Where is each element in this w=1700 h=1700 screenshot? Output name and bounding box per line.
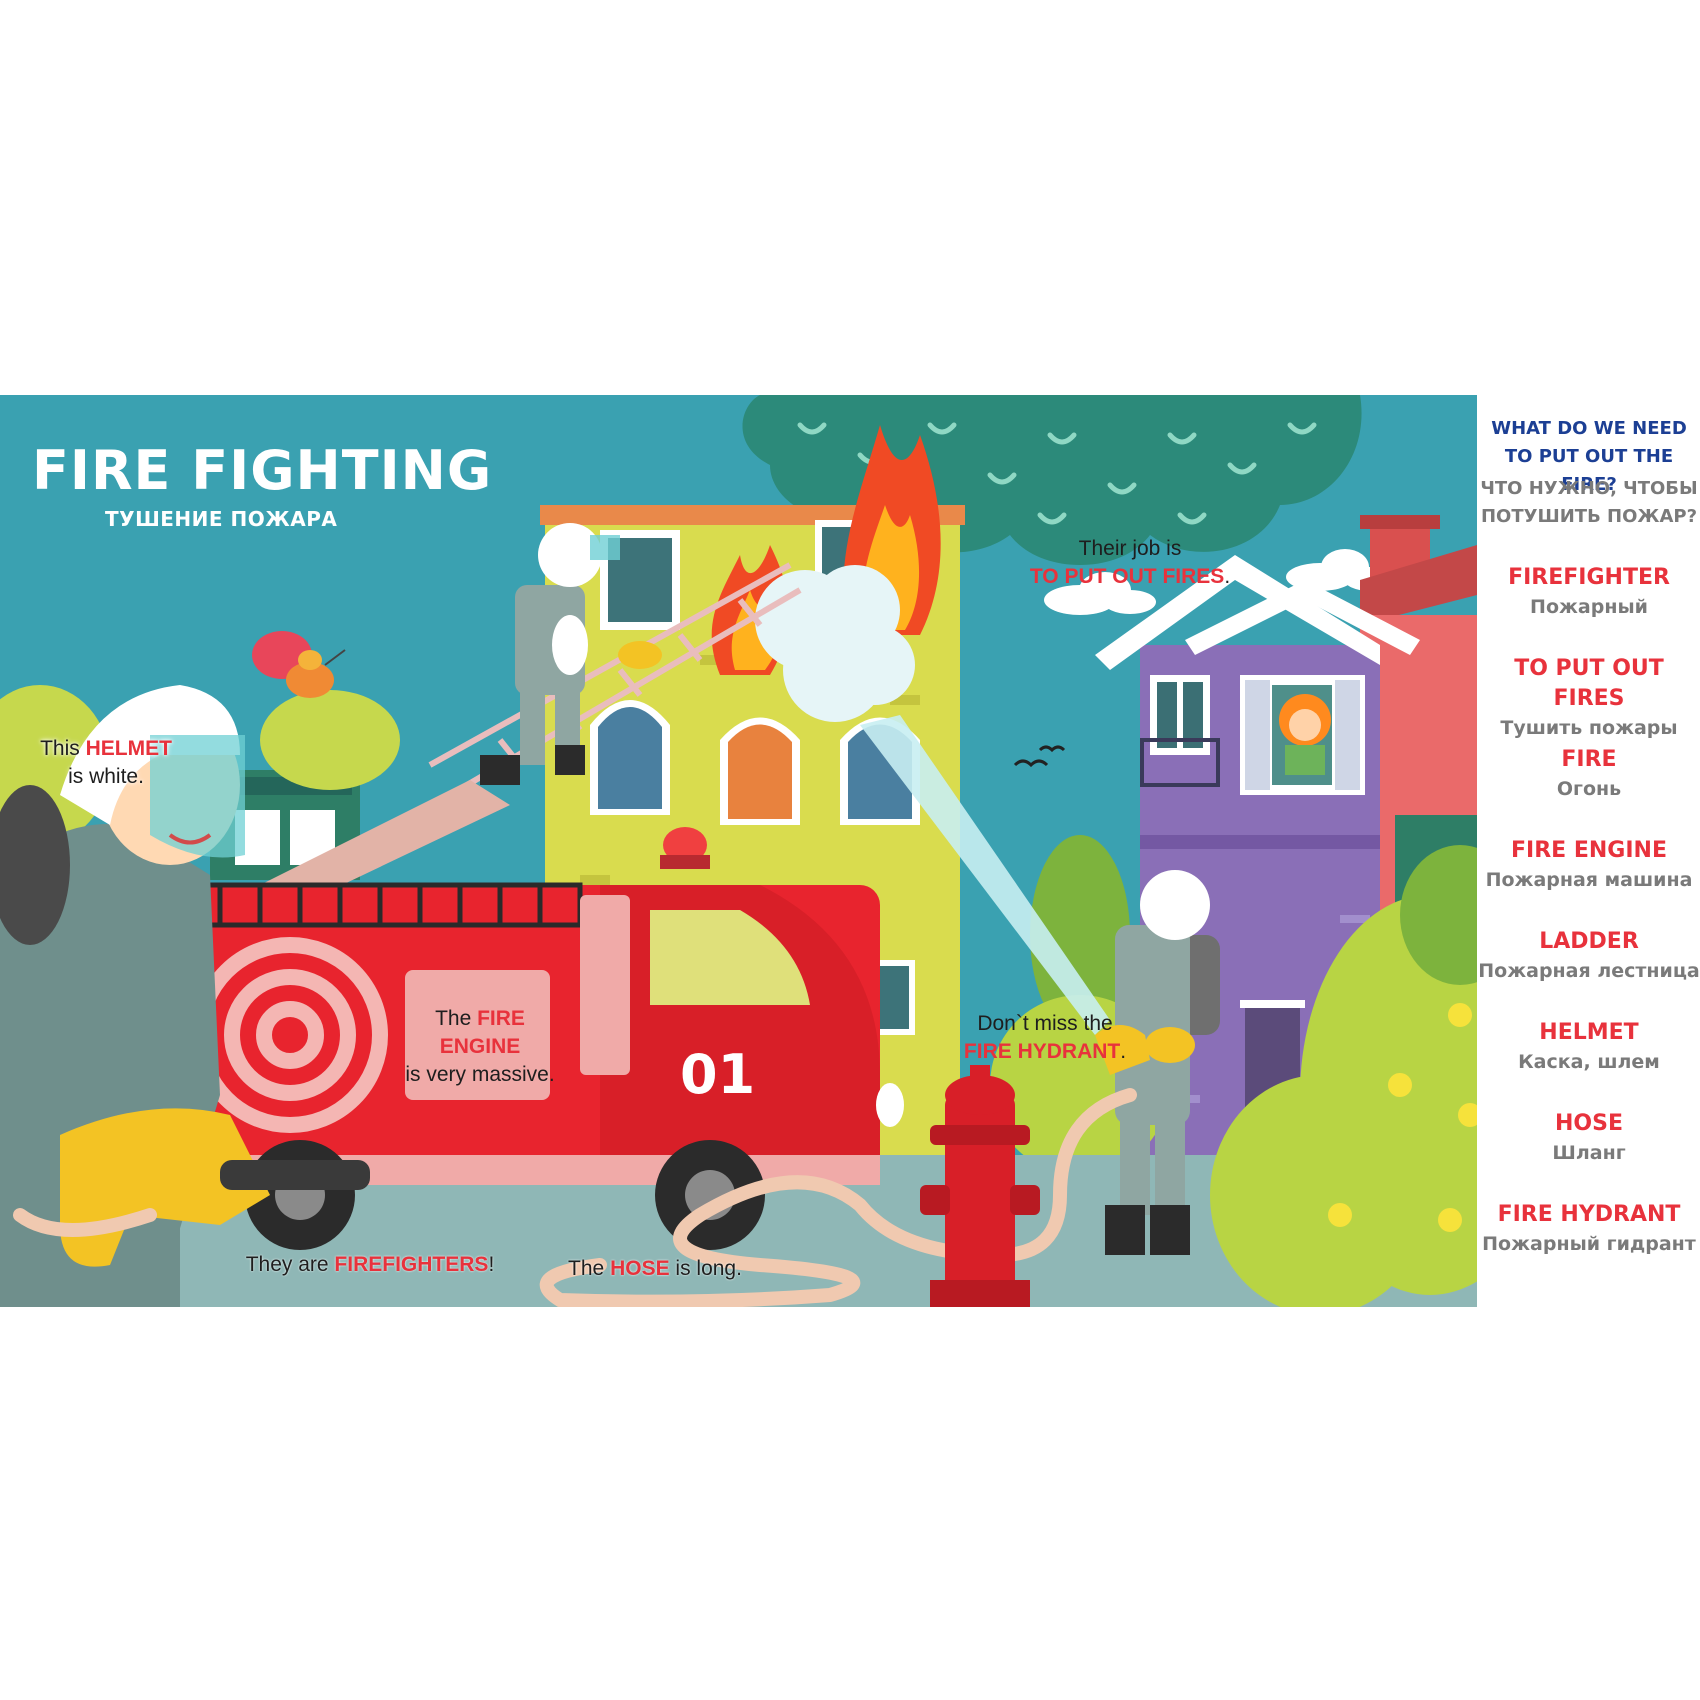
vocab-en: HOSE bbox=[1555, 1111, 1623, 1136]
vocab-item-helmet: HELMET Каска, шлем bbox=[1478, 1018, 1700, 1076]
vocab-ru: Тушить пожары bbox=[1500, 717, 1678, 739]
caption-job: Their job is TO PUT OUT FIRES. bbox=[1020, 535, 1240, 591]
vocab-en: FIRE bbox=[1561, 747, 1617, 772]
caption-firefighters: They are FIREFIGHTERS! bbox=[240, 1251, 500, 1279]
vocab-item-hose: HOSE Шланг bbox=[1478, 1109, 1700, 1167]
scene-artwork bbox=[0, 395, 1477, 1307]
vocab-item-fire: FIRE Огонь bbox=[1478, 745, 1700, 803]
caption-engine-key: FIRE ENGINE bbox=[439, 1007, 525, 1058]
question-ru-line-1: ЧТО НУЖНО, ЧТОБЫ bbox=[1480, 478, 1698, 499]
caption-hydrant-key: FIRE HYDRANT bbox=[963, 1040, 1121, 1063]
vocab-ru: Пожарная машина bbox=[1485, 869, 1693, 891]
caption-hydrant: Don`t miss the FIRE HYDRANT. bbox=[950, 1010, 1140, 1066]
firefighter-on-ladder bbox=[480, 523, 662, 785]
caption-helmet: This HELMET is white. bbox=[36, 735, 176, 791]
illustration-scene: FIRE FIGHTING ТУШЕНИЕ ПОЖАРА This HELMET… bbox=[0, 395, 1477, 1307]
caption-hose-post: is long. bbox=[669, 1257, 742, 1280]
vocab-ru: Шланг bbox=[1552, 1142, 1626, 1164]
vocab-en: FIRE ENGINE bbox=[1511, 838, 1667, 863]
vocab-en: LADDER bbox=[1539, 929, 1639, 954]
caption-firefighters-post: ! bbox=[488, 1253, 495, 1276]
page-subtitle: ТУШЕНИЕ ПОЖАРА bbox=[105, 507, 338, 531]
caption-engine-post: is very massive. bbox=[405, 1063, 555, 1086]
vocab-item-fire-hydrant: FIRE HYDRANT Пожарный гидрант bbox=[1478, 1200, 1700, 1258]
cloud-mid bbox=[1044, 572, 1156, 615]
vocab-en: TO PUT OUT FIRES bbox=[1514, 656, 1664, 711]
hose bbox=[13, 1088, 1137, 1307]
vocab-ru: Огонь bbox=[1556, 778, 1622, 800]
caption-engine: The FIRE ENGINE is very massive. bbox=[400, 1005, 560, 1089]
vocab-en: FIRE HYDRANT bbox=[1497, 1202, 1681, 1227]
question-ru-line-2: ПОТУШИТЬ ПОЖАР? bbox=[1480, 506, 1698, 527]
vocab-item-fire-engine: FIRE ENGINE Пожарная машина bbox=[1478, 836, 1700, 894]
question-en-line-1: WHAT DO WE NEED bbox=[1491, 418, 1687, 439]
firefighter-right bbox=[1095, 870, 1220, 1255]
page-title: FIRE FIGHTING bbox=[32, 439, 493, 502]
vocab-en: FIREFIGHTER bbox=[1508, 565, 1670, 590]
caption-hose-pre: The bbox=[568, 1257, 611, 1280]
caption-job-pre: Their job is bbox=[1078, 537, 1182, 560]
caption-hydrant-post: . bbox=[1120, 1040, 1127, 1063]
vocab-item-to-put-out-fires: TO PUT OUT FIRES Тушить пожары bbox=[1478, 654, 1700, 742]
caption-hydrant-pre: Don`t miss the bbox=[977, 1012, 1113, 1035]
caption-helmet-pre: This bbox=[40, 737, 86, 760]
caption-helmet-post: is white. bbox=[68, 765, 144, 788]
truck-number: 01 bbox=[680, 1043, 756, 1106]
vocab-ru: Каска, шлем bbox=[1518, 1051, 1660, 1073]
caption-firefighters-key: FIREFIGHTERS bbox=[334, 1253, 489, 1276]
caption-firefighters-pre: They are bbox=[245, 1253, 335, 1276]
caption-hose-key: HOSE bbox=[610, 1257, 670, 1280]
vocab-ru: Пожарный гидрант bbox=[1482, 1233, 1696, 1255]
purple-house bbox=[1095, 555, 1420, 1165]
caption-helmet-key: HELMET bbox=[85, 737, 172, 760]
ladder-base bbox=[260, 780, 510, 905]
birds bbox=[1013, 745, 1066, 768]
butterfly bbox=[252, 631, 346, 698]
vocab-item-firefighter: FIREFIGHTER Пожарный bbox=[1478, 563, 1700, 621]
fire-hydrant bbox=[920, 1065, 1040, 1307]
caption-engine-pre: The bbox=[435, 1007, 478, 1030]
fire-engine bbox=[177, 827, 904, 1250]
water-spray bbox=[755, 565, 1110, 1035]
vocabulary-panel: WHAT DO WE NEED TO PUT OUT THE FIRE? ЧТО… bbox=[1478, 395, 1700, 1307]
vocab-ru: Пожарный bbox=[1530, 596, 1648, 618]
bush-right bbox=[1210, 845, 1477, 1307]
vocab-en: HELMET bbox=[1539, 1020, 1639, 1045]
caption-hose: The HOSE is long. bbox=[565, 1255, 745, 1283]
caption-job-key: TO PUT OUT FIRES bbox=[1029, 565, 1225, 588]
vocab-ru: Пожарная лестница bbox=[1478, 960, 1700, 982]
question-en-line-2: TO PUT OUT THE FIRE? bbox=[1504, 446, 1674, 495]
vocab-item-ladder: LADDER Пожарная лестница bbox=[1478, 927, 1700, 985]
caption-job-post: . bbox=[1224, 565, 1231, 588]
